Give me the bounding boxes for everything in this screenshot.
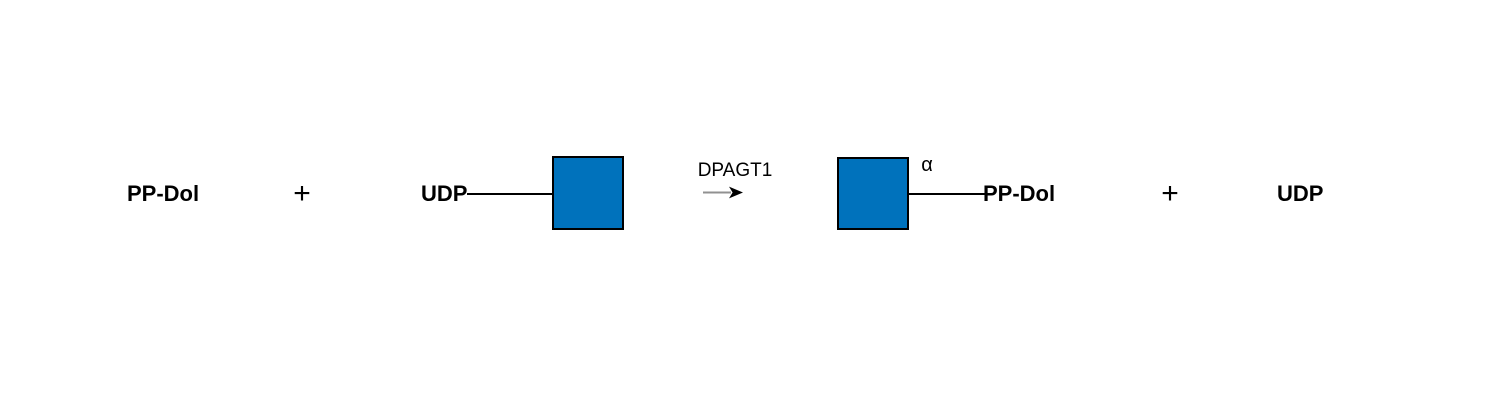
product-ppdol-label: PP-Dol: [983, 181, 1056, 206]
udp-sugar-bond-line: [467, 193, 553, 195]
glcnac-blue-square-icon: [837, 157, 909, 230]
enzyme-dpagt1-label: DPAGT1: [697, 159, 773, 181]
plus-sign-left: +: [293, 177, 311, 210]
plus-sign-right: +: [1161, 177, 1179, 210]
reaction-arrow-icon: [703, 186, 743, 199]
alpha-linkage-label: α: [921, 154, 933, 176]
sugar-ppdol-bond-line: [908, 193, 985, 195]
byproduct-udp-label: UDP: [1277, 181, 1324, 206]
glcnac-blue-square-icon: [552, 156, 624, 230]
donor-udp-label: UDP: [421, 181, 468, 206]
reactant-ppdol-label: PP-Dol: [127, 181, 200, 206]
